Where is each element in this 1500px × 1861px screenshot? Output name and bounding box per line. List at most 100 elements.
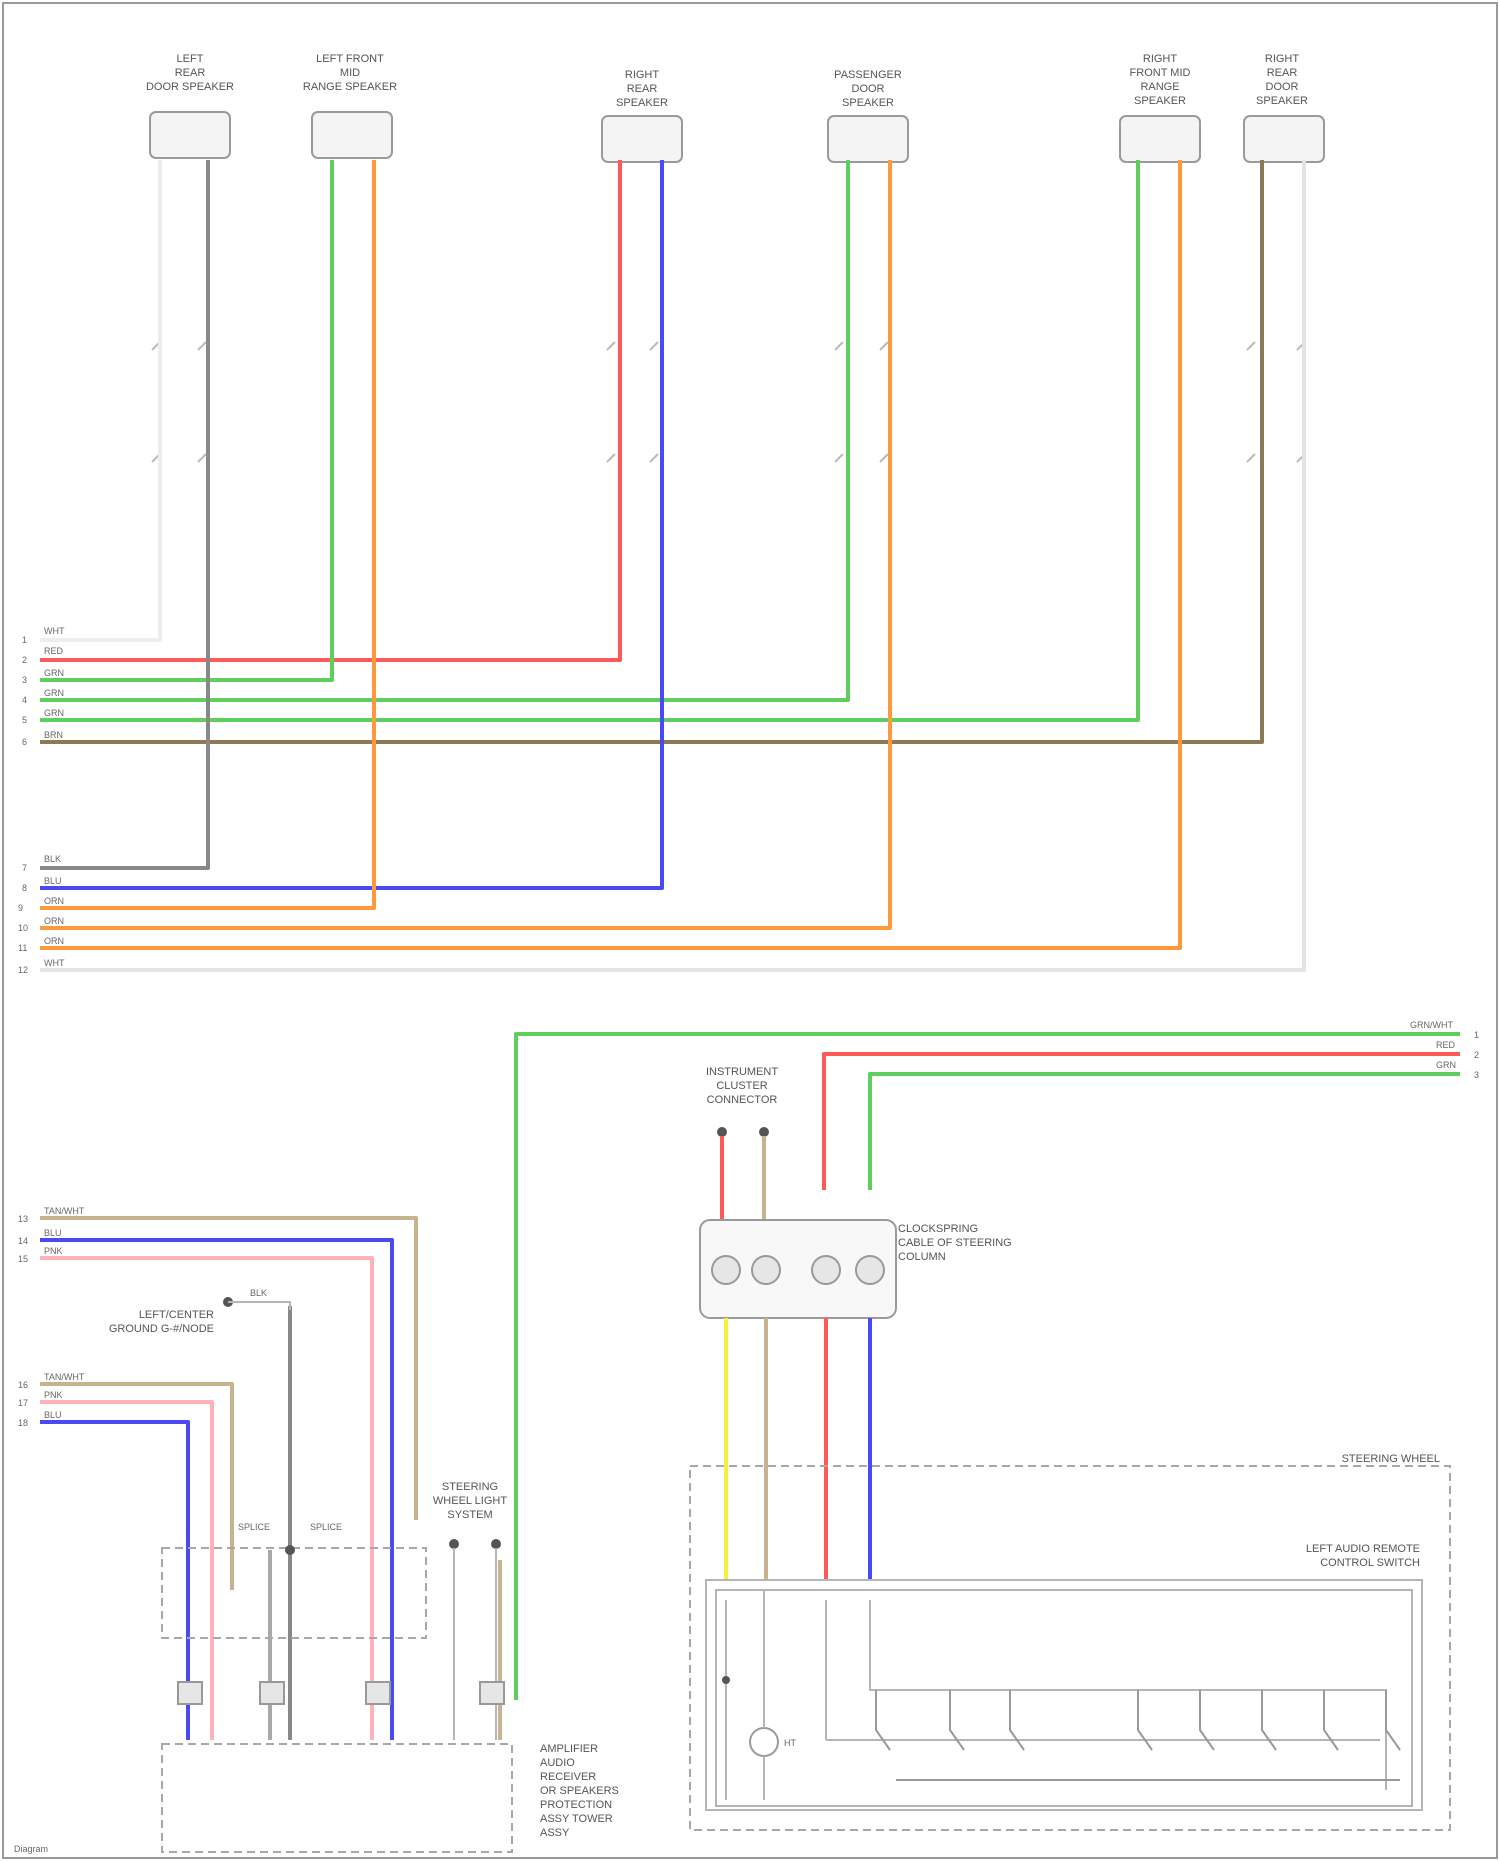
pin-number: 6	[22, 737, 27, 747]
speaker-label-line: SPEAKER	[1134, 95, 1186, 107]
splice-region: SPLICE SPLICE	[162, 1522, 426, 1638]
pin-number: 11	[18, 943, 27, 953]
wire-code: BLU	[44, 876, 62, 886]
speaker-passenger-door: PASSENGER DOOR SPEAKER	[828, 69, 908, 162]
bottom-left-wires	[40, 1218, 500, 1740]
right-harness: GRN/WHT 1 RED 2 GRN 3	[516, 1020, 1479, 1700]
terminal-dot	[717, 1127, 727, 1137]
component-label-line: CONTROL SWITCH	[1320, 1557, 1420, 1569]
terminal-dot	[722, 1676, 730, 1684]
component-label-line: SYSTEM	[447, 1509, 492, 1521]
pin-number: 17	[18, 1398, 28, 1408]
audio-unit-boundary	[162, 1744, 512, 1852]
steering-wheel-boundary	[690, 1466, 1450, 1830]
pin-number: 13	[18, 1214, 28, 1224]
top-harness-wires	[40, 160, 1304, 970]
speaker-label-line: SPEAKER	[842, 97, 894, 109]
pin-number: 18	[18, 1418, 28, 1428]
speaker-label-line: FRONT MID	[1130, 67, 1191, 79]
pin-number: 9	[18, 903, 23, 913]
steering-wheel-label: STEERING WHEEL	[1342, 1453, 1440, 1465]
pin-number: 10	[18, 923, 28, 933]
terminal-dot	[449, 1539, 459, 1549]
speaker-label-line: PASSENGER	[834, 69, 902, 81]
wire-code: PNK	[44, 1246, 63, 1256]
pin-number: 1	[1474, 1030, 1479, 1040]
component-label-line: AUDIO	[540, 1757, 575, 1769]
pin-number: 15	[18, 1254, 28, 1264]
unit-connector	[366, 1682, 390, 1704]
speaker-label-line: LEFT	[177, 53, 204, 65]
wire-code: BLU	[44, 1410, 62, 1420]
speaker-connector	[1244, 116, 1324, 162]
wire-code: GRN	[1436, 1060, 1456, 1070]
clockspring-terminal	[752, 1256, 780, 1284]
wire-code: TAN/WHT	[44, 1372, 85, 1382]
component-label-line: WHEEL LIGHT	[433, 1495, 507, 1507]
speaker-label-line: SPEAKER	[616, 97, 668, 109]
speaker-label-line: DOOR	[852, 83, 885, 95]
speaker-connector	[312, 112, 392, 158]
audio-remote-switch	[706, 1580, 1422, 1810]
speaker-label-line: DOOR SPEAKER	[146, 81, 234, 93]
speaker-label-line: MID	[340, 67, 360, 79]
speaker-connector	[150, 112, 230, 158]
wire-code: BRN	[44, 730, 63, 740]
component-label-line: AMPLIFIER	[540, 1743, 598, 1755]
clockspring: CLOCKSPRING CABLE OF STEERING COLUMN	[700, 1220, 1012, 1318]
pin-number: 2	[22, 655, 27, 665]
wire-code: ORN	[44, 936, 64, 946]
component-label-line: STEERING	[442, 1481, 498, 1493]
pin-number: 2	[1474, 1050, 1479, 1060]
wire-code: TAN/WHT	[44, 1206, 85, 1216]
wire-code: PNK	[44, 1390, 63, 1400]
component-label-line: LEFT/CENTER	[139, 1309, 214, 1321]
splice-boundary	[162, 1548, 426, 1638]
wire-code: BLU	[44, 1228, 62, 1238]
ground-code: BLK	[250, 1288, 267, 1298]
pin-number: 4	[22, 695, 27, 705]
speaker-label-line: REAR	[627, 83, 658, 95]
splice-label: SPLICE	[310, 1522, 342, 1532]
clockspring-terminal	[856, 1256, 884, 1284]
pin-number: 16	[18, 1380, 28, 1390]
audio-unit-connectors	[178, 1682, 504, 1704]
speaker-left-front-mid: LEFT FRONT MID RANGE SPEAKER	[303, 53, 397, 158]
unit-connector	[260, 1682, 284, 1704]
component-label-line: RECEIVER	[540, 1771, 596, 1783]
terminal-dot	[491, 1539, 501, 1549]
component-label-line: CLUSTER	[716, 1080, 767, 1092]
footer-credit: Diagram	[14, 1844, 48, 1854]
pin-number: 7	[22, 863, 27, 873]
wire-code: GRN	[44, 708, 64, 718]
speaker-right-rear-door: RIGHT REAR DOOR SPEAKER	[1244, 53, 1324, 162]
wire-code: BLK	[44, 854, 61, 864]
splice-label: SPLICE	[238, 1522, 270, 1532]
inline-connectors	[152, 342, 1305, 462]
pin-number: 14	[18, 1236, 28, 1246]
speaker-label-line: DOOR	[1266, 81, 1299, 93]
speaker-label-line: SPEAKER	[1256, 95, 1308, 107]
clockspring-out-wires	[726, 1318, 870, 1580]
speaker-connector	[828, 116, 908, 162]
speaker-right-rear: RIGHT REAR SPEAKER	[602, 69, 682, 162]
pin-number: 12	[18, 965, 28, 975]
horn-icon	[750, 1728, 778, 1756]
component-label-line: LEFT AUDIO REMOTE	[1306, 1543, 1420, 1555]
component-label-line: ASSY TOWER	[540, 1813, 613, 1825]
pin-number: 3	[22, 675, 27, 685]
instrument-cluster-connector: INSTRUMENT CLUSTER CONNECTOR	[706, 1066, 778, 1220]
pin-number: 1	[22, 635, 27, 645]
speaker-right-front-mid: RIGHT FRONT MID RANGE SPEAKER	[1120, 53, 1200, 162]
pin-number: 5	[22, 715, 27, 725]
wire-code: WHT	[44, 626, 65, 636]
wire-code: WHT	[44, 958, 65, 968]
component-label-line: CABLE OF STEERING	[898, 1237, 1012, 1249]
speaker-label-line: RANGE SPEAKER	[303, 81, 397, 93]
wire-code: ORN	[44, 896, 64, 906]
speaker-label-line: REAR	[1267, 67, 1298, 79]
ground-node: BLK LEFT/CENTER GROUND G-#/NODE	[109, 1288, 290, 1335]
terminal-dot	[759, 1127, 769, 1137]
wire-code: GRN/WHT	[1410, 1020, 1453, 1030]
